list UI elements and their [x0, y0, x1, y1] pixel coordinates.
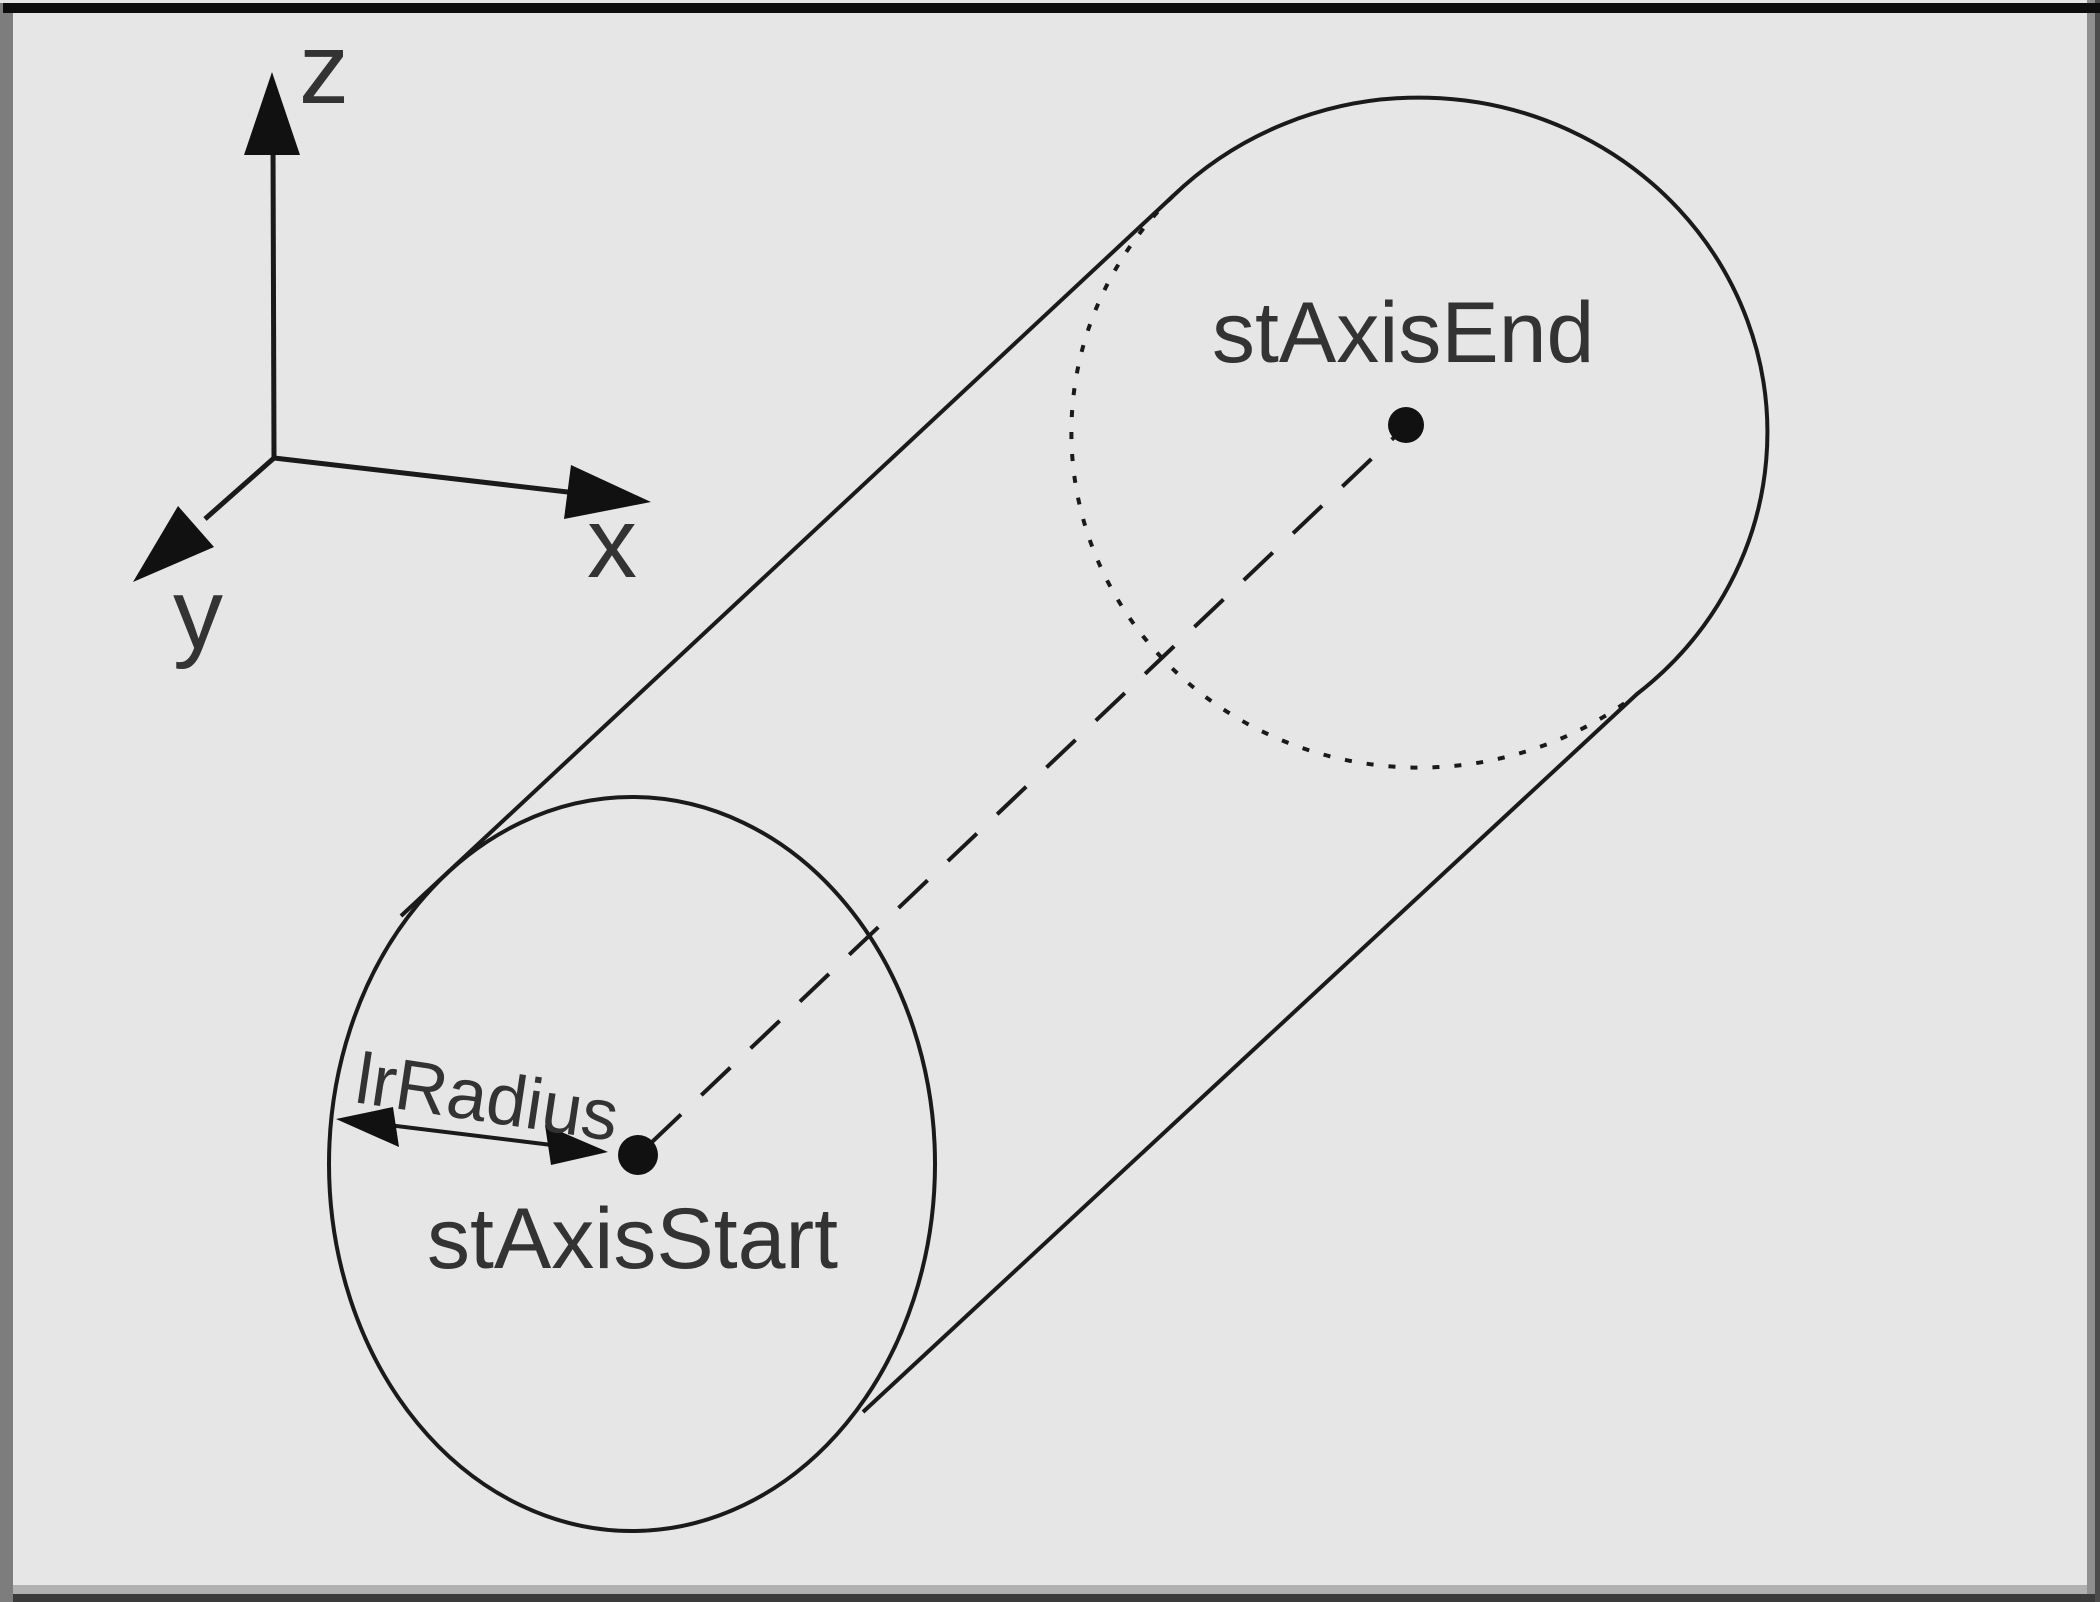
x-axis-label: x — [587, 487, 637, 599]
z-axis-line — [270, 139, 277, 459]
cylinder-lower-edge-line — [861, 692, 1639, 1414]
cylinder-end-face-hidden-arc — [1069, 194, 1639, 770]
y-axis-label: y — [173, 558, 223, 670]
x-axis-line — [273, 455, 586, 497]
cylinder-upper-edge-line — [399, 194, 1175, 918]
border-right-inner — [2087, 0, 2095, 1594]
z-axis-arrowhead-icon — [244, 72, 300, 155]
border-bottom-light — [13, 1585, 2087, 1594]
radius-arrowhead-right-icon — [545, 1125, 608, 1165]
z-axis-label: z — [299, 13, 349, 125]
y-axis-arrowhead-icon — [133, 506, 214, 582]
border-bottom-dark — [0, 1594, 2100, 1602]
x-axis-arrowhead-icon — [564, 465, 651, 519]
end-point-dot — [1388, 407, 1424, 443]
radius-arrow-line — [379, 1122, 561, 1148]
border-left — [0, 3, 13, 1602]
radius-dimension — [336, 1107, 608, 1165]
border-right-outer — [2095, 0, 2100, 1602]
end-point-label: stAxisEnd — [1212, 285, 1594, 381]
border-top — [3, 3, 2100, 13]
cylinder-start-face-circle — [327, 795, 937, 1533]
cylinder-axis-dashed-line — [650, 426, 1406, 1144]
y-axis-line — [203, 456, 276, 521]
start-point-label: stAxisStart — [427, 1191, 838, 1287]
start-point-dot — [618, 1135, 658, 1175]
cylinder-end-face-visible-arc — [1171, 95, 1770, 696]
radius-arrowhead-left-icon — [336, 1107, 399, 1147]
coordinate-system: z x y — [133, 13, 651, 670]
cylinder — [327, 95, 1770, 1533]
